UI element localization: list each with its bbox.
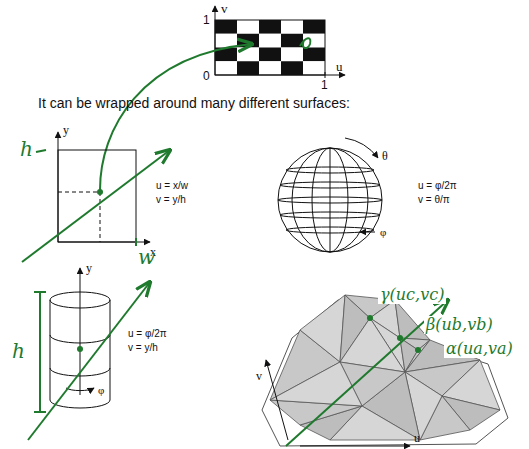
triangle-mesh [270,295,500,440]
axis-label: v [221,2,228,16]
checker-cell [259,34,281,48]
checker-cell [281,61,303,75]
checker-cell [237,48,259,62]
caption-text: It can be wrapped around many different … [38,96,350,111]
sphere [278,138,382,252]
pen-tick [135,238,137,246]
point [97,189,103,195]
plane [58,150,136,242]
parameter-sheet [262,300,508,446]
pen-bracket [34,292,46,412]
cylinder [50,268,110,408]
pen-arrow [100,44,252,190]
handwritten-label: h [20,138,33,160]
checker-cell [215,61,237,75]
handwritten-label: w [138,246,155,268]
dash [100,192,101,242]
tick [325,72,326,78]
mesh-triangle [270,362,362,406]
vertex-gamma [367,315,373,321]
checker-cell [303,20,325,34]
handwritten-label: γ(uc,vc) [378,286,446,304]
checker-cell [303,34,325,48]
vertex-alpha [415,347,421,353]
handwritten-label: α(ua,va) [444,340,515,358]
checker-cell [259,48,281,62]
checker-cell [259,20,281,34]
dash [58,192,100,193]
checker-cell [303,48,325,62]
vertex-beta [397,335,403,341]
axis-label: u [414,432,420,445]
v-axis [215,6,216,75]
axis-value: 0 [203,70,210,83]
angle-label: φ [380,226,386,238]
checker-cell [237,61,259,75]
angle-label: θ [382,150,388,163]
pen-mark [300,38,310,48]
mesh-u-axis [300,446,410,447]
checker-cell [259,61,281,75]
checker-cell [281,20,303,34]
axis-label: y [86,262,92,275]
axis-value: 1 [321,79,328,92]
point [77,346,83,352]
formula: v = θ/π [418,194,450,205]
axis-label: v [256,370,262,383]
handwritten-label: β(ub,vb) [424,316,495,334]
formula: u = φ/2π [128,328,167,339]
checker-cell [281,48,303,62]
formula: u = x/w [156,180,188,191]
axis-label: y [63,124,69,137]
formula: v = y/h [128,342,158,353]
angle-label: φ [98,384,104,396]
axis-label: u [336,60,343,74]
pen-ray [28,282,150,440]
formula: u = φ/2π [418,180,457,191]
handwritten-label: h [12,340,25,362]
formula: v = y/h [156,194,186,205]
checker-cell [237,20,259,34]
mesh-triangle [300,295,345,362]
mesh-v-axis [266,360,288,440]
checker-cell [303,61,325,75]
pen-tick [36,150,46,152]
checker-cell [215,20,237,34]
axis-value: 1 [203,14,210,27]
